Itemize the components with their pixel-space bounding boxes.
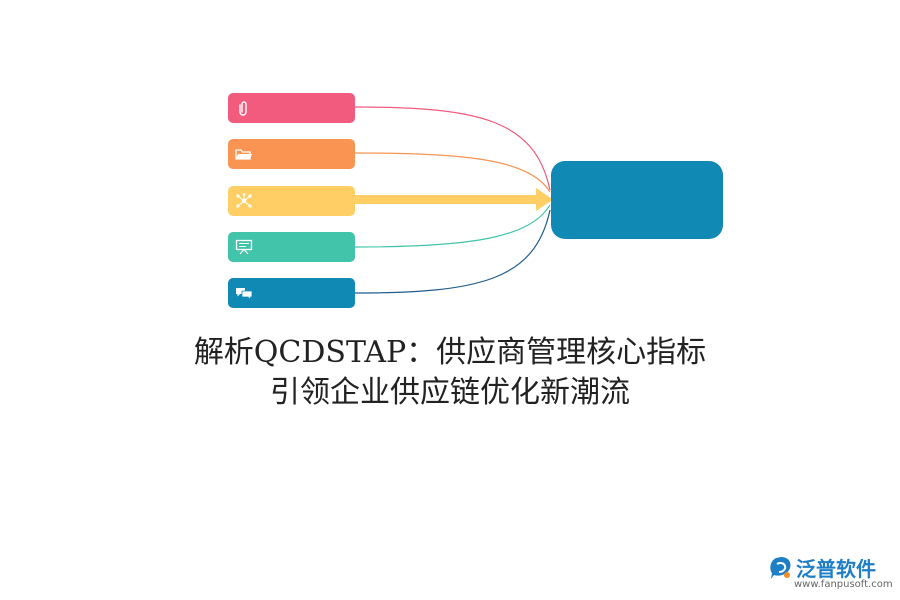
brand-url: www.fanpusoft.com: [794, 579, 893, 590]
node-2: [228, 139, 355, 169]
title-line-2: 引领企业供应链优化新潮流: [270, 375, 630, 410]
connector-line-5: [354, 209, 551, 294]
connector-line-1: [354, 106, 551, 191]
node-5: [228, 278, 355, 308]
chat-icon: [235, 285, 253, 301]
title-line-1: 解析QCDSTAP：供应商管理核心指标: [193, 335, 707, 370]
node-4: [228, 232, 355, 262]
node-1: [228, 93, 355, 123]
network-icon: [235, 193, 253, 209]
connector-line-4: [354, 204, 551, 248]
node-3: [228, 186, 355, 216]
brand-name: 泛普软件: [796, 557, 876, 581]
connector-arrowhead: [536, 188, 553, 211]
brand-mark-icon: [768, 555, 794, 585]
presentation-icon: [235, 239, 253, 255]
central-node: [551, 161, 723, 239]
folder-icon: [235, 146, 253, 162]
paperclip-icon: [235, 100, 253, 116]
brand-logo: 泛普软件 www.fanpusoft.com: [768, 553, 893, 597]
connector-line-2: [354, 152, 551, 193]
connector-arrow-shaft: [355, 195, 538, 204]
